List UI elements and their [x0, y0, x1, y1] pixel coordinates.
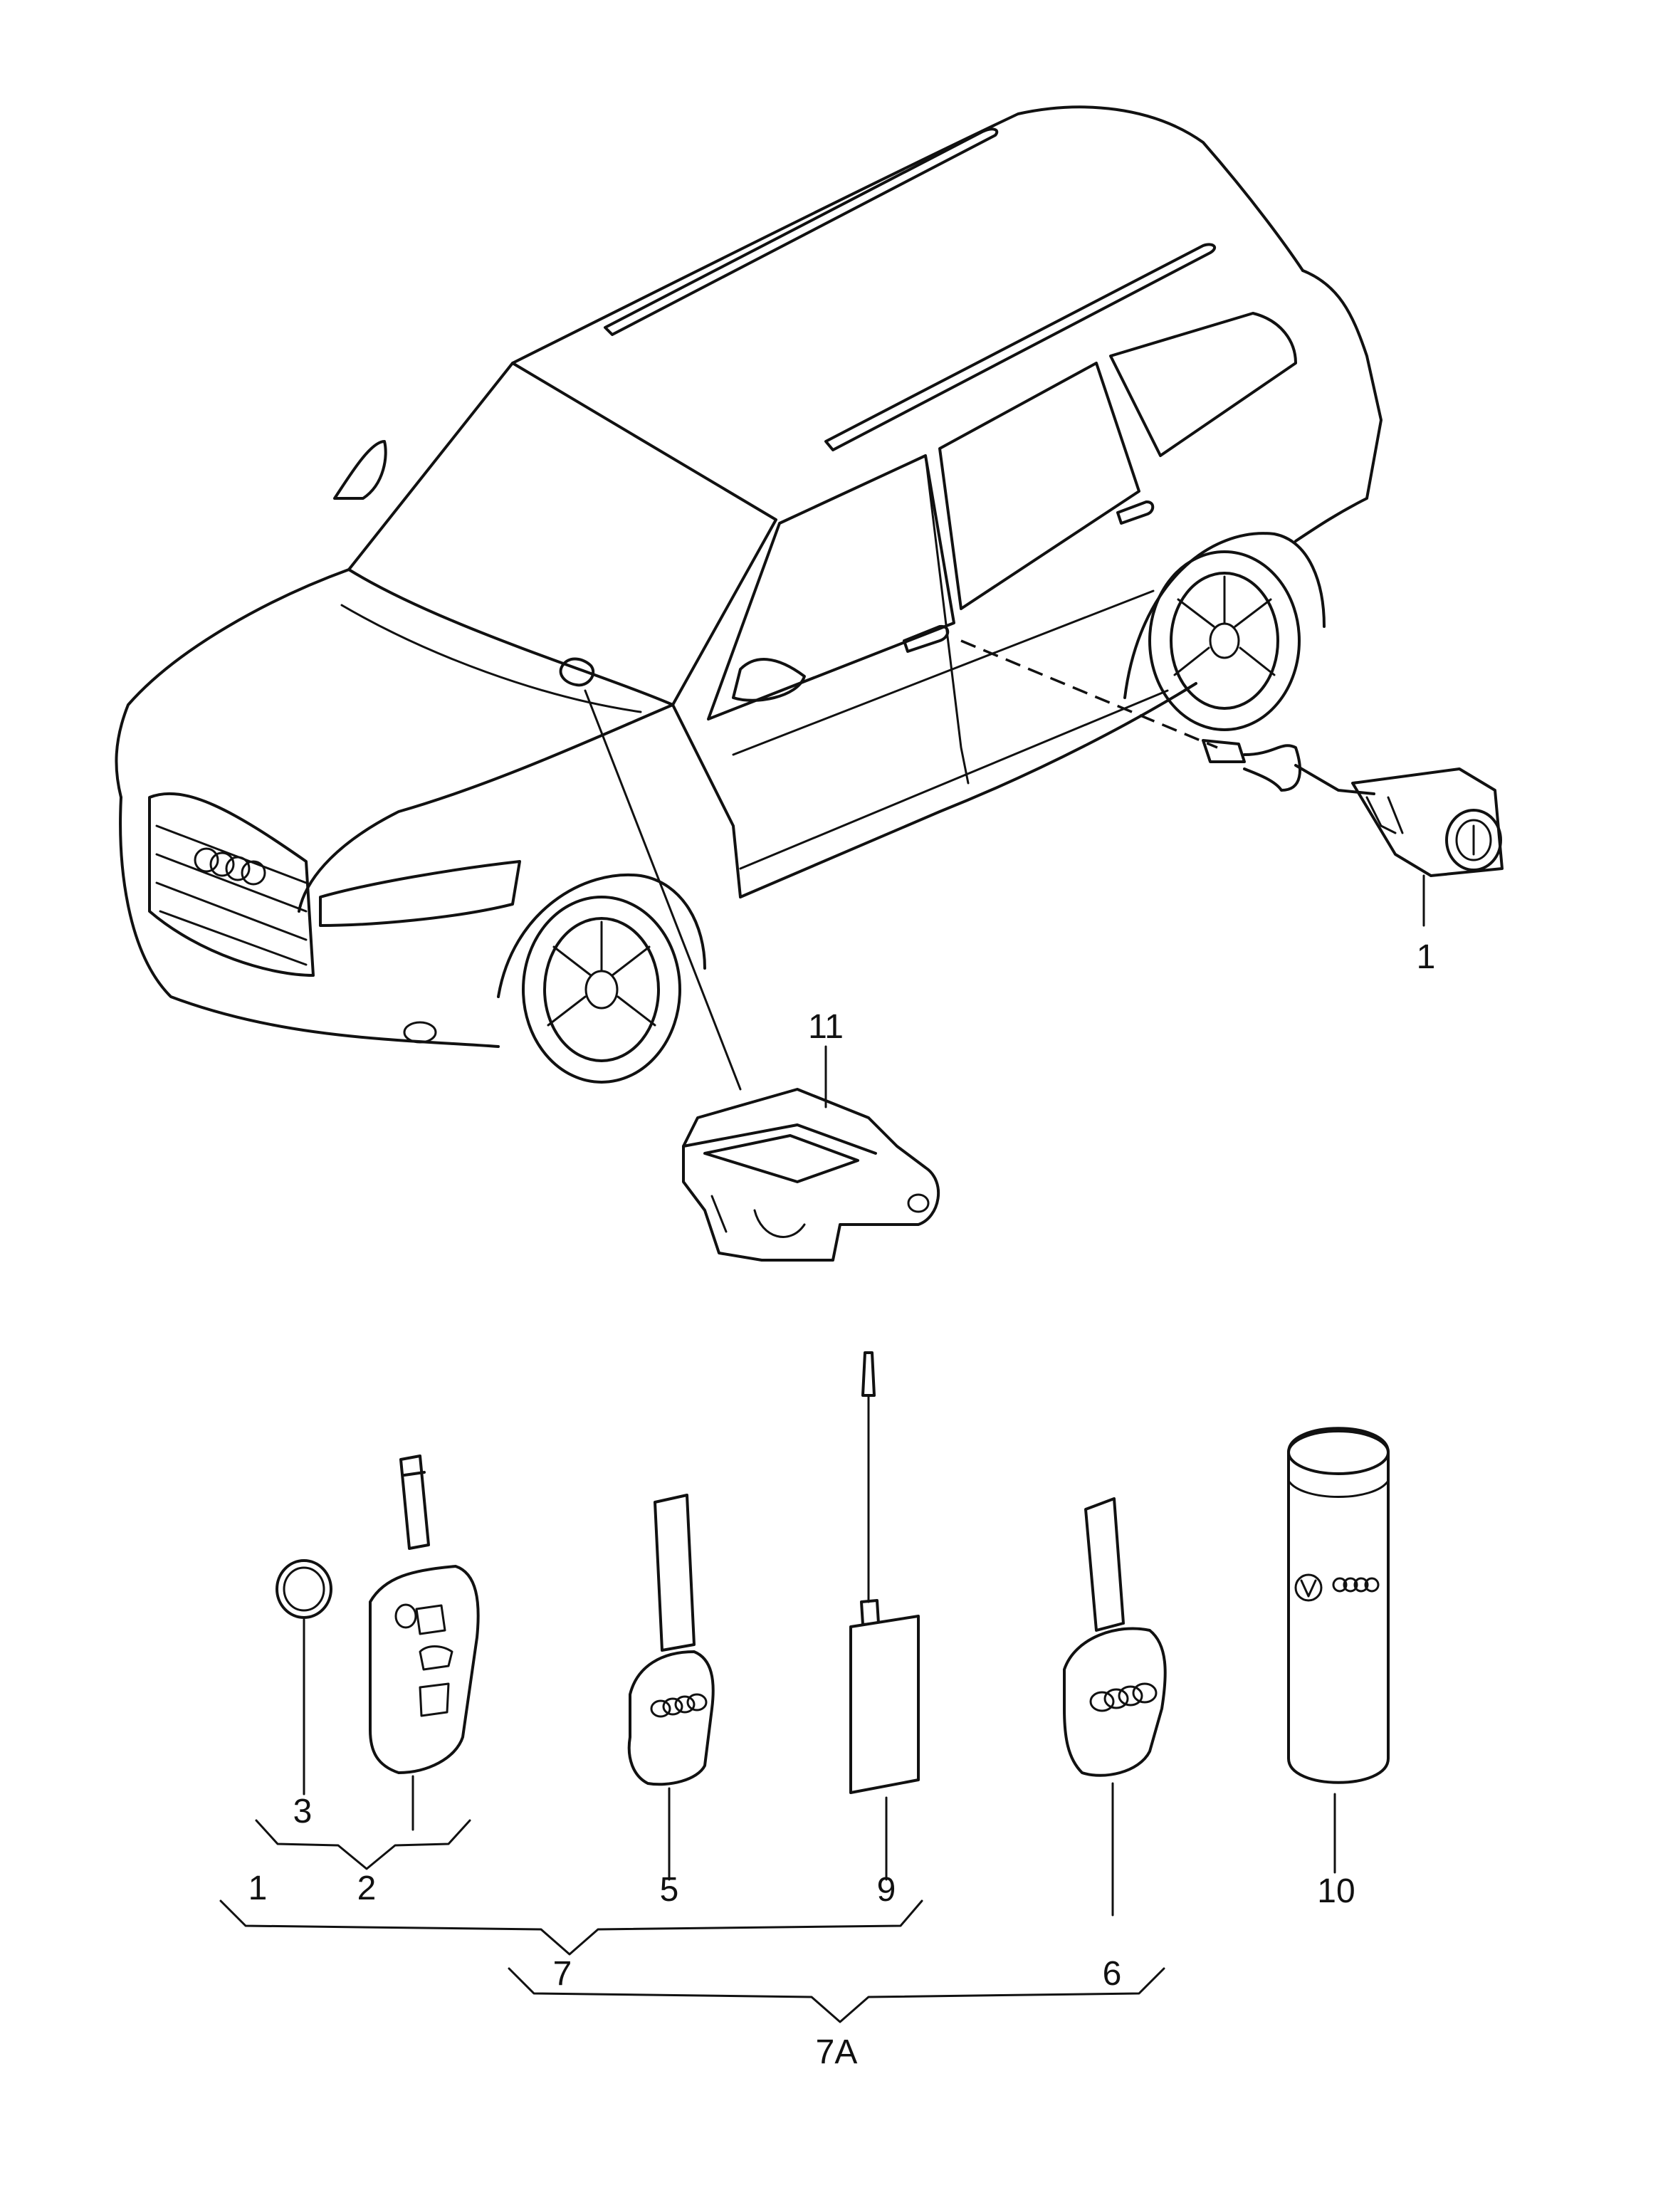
grouping-braces [219, 1819, 1165, 2023]
callout-6-key: 6 [1103, 1955, 1122, 1993]
key5-audi-rings [650, 1693, 708, 1718]
lock-cylinder-part [1202, 739, 1504, 927]
callout-1-left: 1 [248, 1870, 268, 1907]
control-module-part [682, 1045, 940, 1262]
callout-7a-group: 7A [816, 2033, 858, 2071]
suv-illustration [115, 105, 1383, 1084]
container-audi-rings [1332, 1577, 1380, 1593]
callout-7-group: 7 [553, 1955, 572, 1993]
callout-5-key: 5 [660, 1871, 679, 1909]
grille-audi-rings [194, 847, 266, 886]
battery-part [276, 1559, 332, 1796]
key-part-5 [627, 1494, 715, 1881]
callout-3-battery: 3 [293, 1793, 313, 1830]
rear-wheel [1123, 532, 1326, 731]
callout-1-lock: 1 [1417, 938, 1436, 976]
callout-10-container: 10 [1317, 1872, 1355, 1910]
callout-2-flipkey: 2 [357, 1870, 377, 1907]
callout-9-transponder: 9 [877, 1871, 896, 1909]
key-part-6 [1063, 1497, 1167, 1917]
flip-key-part [369, 1454, 480, 1831]
container-part-10 [1287, 1427, 1390, 1874]
front-wheel [497, 873, 706, 1084]
module-leader-line [584, 689, 742, 1091]
key6-audi-rings [1089, 1682, 1158, 1712]
transponder-part [849, 1351, 920, 1881]
lock-leader-line [960, 639, 1218, 749]
callout-11-module: 11 [808, 1008, 844, 1046]
